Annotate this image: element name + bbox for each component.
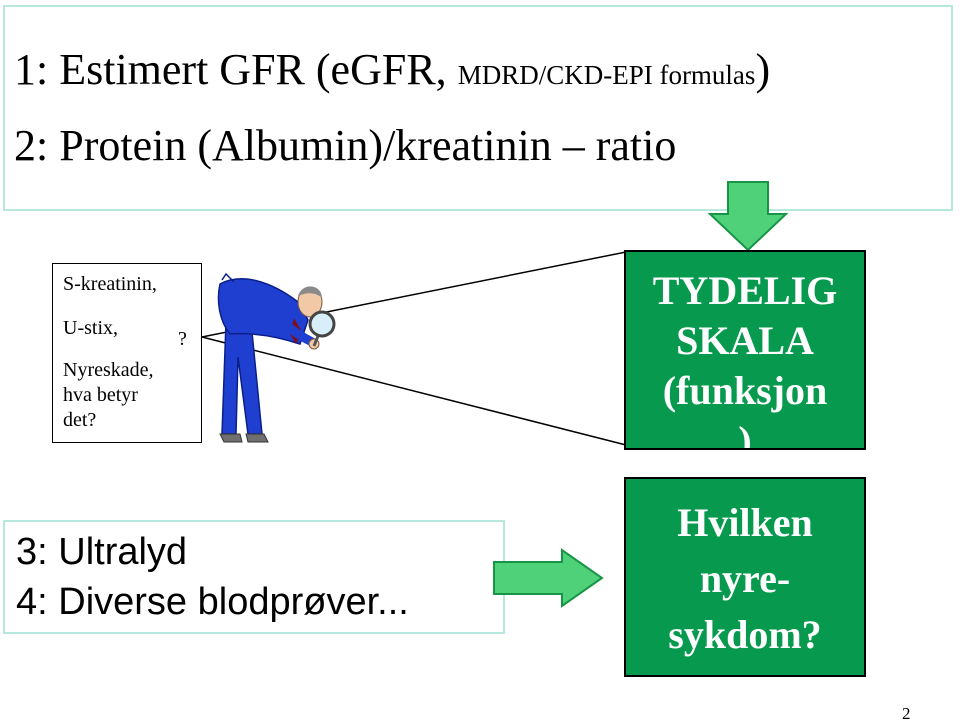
green-right-arrow-icon [493, 548, 604, 608]
green-box-disease: Hvilken nyre- sykdom? [624, 477, 866, 677]
green-box-scale: TYDELIG SKALA (funksjon ) [624, 250, 866, 450]
line1-close: ) [755, 45, 771, 94]
line-ultralyd: 3: Ultralyd [16, 531, 188, 573]
top-text-box [3, 5, 953, 211]
note-box: S-kreatinin, U-stix, Nyreskade, hva bety… [52, 263, 202, 443]
question-mark: ? [178, 328, 187, 350]
scale-line: ) [738, 418, 752, 450]
green-down-arrow-icon [707, 181, 789, 252]
line-protein-ratio: 2: Protein (Albumin)/kreatinin – ratio [14, 121, 677, 170]
line1-main: 1: Estimert GFR (eGFR, [14, 45, 458, 94]
scale-line: SKALA [676, 318, 814, 363]
disease-line: sykdom? [668, 612, 822, 657]
disease-line: Hvilken [677, 500, 813, 545]
scale-line: (funksjon [662, 368, 828, 413]
page-number: 2 [902, 704, 911, 723]
note-line: hva betyr [63, 384, 138, 406]
note-line: det? [63, 409, 97, 431]
line-blodprover: 4: Diverse blodprøver... [16, 581, 409, 623]
note-line: S-kreatinin, [63, 273, 157, 295]
detective-with-magnifier-icon [217, 272, 336, 443]
disease-line: nyre- [699, 556, 791, 601]
line1-formulas: MDRD/CKD-EPI formulas [457, 60, 756, 90]
scale-line: TYDELIG [652, 268, 838, 313]
note-line: Nyreskade, [63, 359, 154, 381]
note-line: U-stix, [63, 317, 118, 339]
line-estimert-gfr: 1: Estimert GFR (eGFR, MDRD/CKD-EPI form… [14, 48, 770, 92]
bottom-text-box [3, 520, 505, 634]
